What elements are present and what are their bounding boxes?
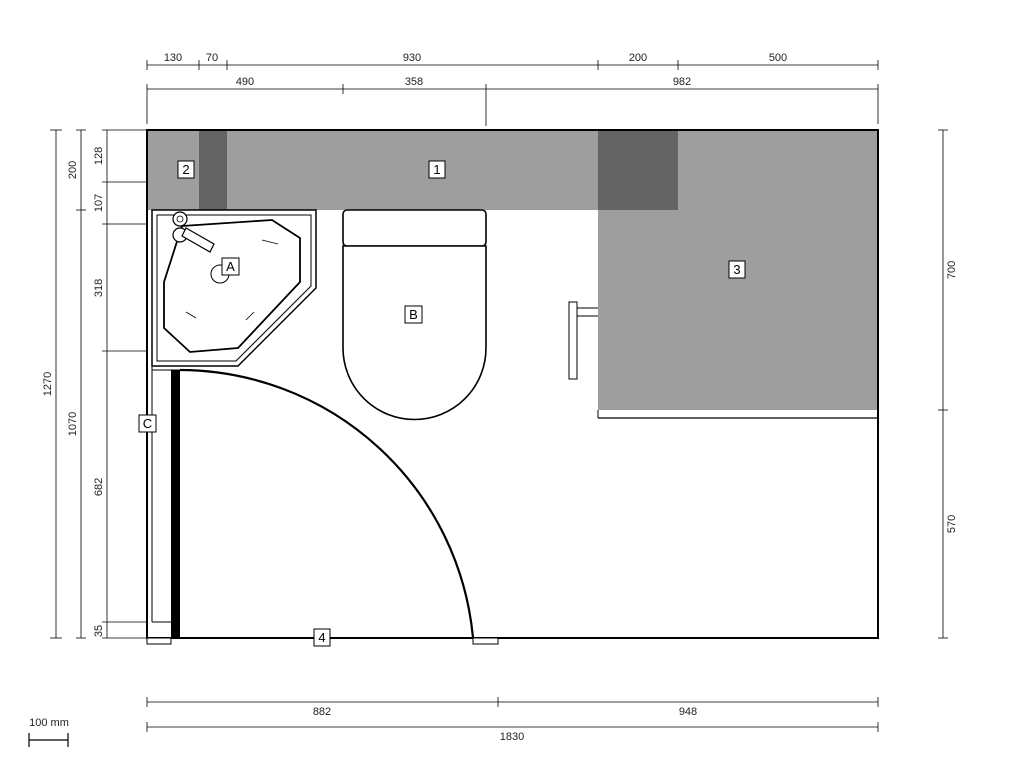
dim-bottom-1830: 1830 [500, 731, 524, 743]
dim-bottom-882: 882 [313, 706, 331, 718]
dim-left-128: 128 [93, 147, 105, 165]
dim-right-570: 570 [946, 515, 958, 533]
zone-3-tag: 3 [728, 260, 746, 279]
zone-dark-block [598, 130, 678, 210]
dim-left-35: 35 [93, 625, 105, 637]
dim-left-1270: 1270 [42, 372, 54, 396]
dim-left-200: 200 [67, 161, 79, 179]
dim-top-130: 130 [164, 52, 182, 64]
svg-text:C: C [143, 416, 152, 431]
fixture-a-tag: A [221, 257, 240, 276]
svg-text:B: B [409, 307, 418, 322]
zone-1-band [147, 130, 878, 210]
bottom-dimension-row-2 [146, 722, 879, 732]
dim-left-682: 682 [93, 478, 105, 496]
fixture-b-tag: B [404, 305, 423, 324]
tap-knob-icon [172, 211, 188, 227]
sink-detail-1 [185, 239, 279, 321]
toilet-cistern [342, 209, 487, 247]
zone-1-tag: 1 [428, 160, 446, 179]
dim-left-1070: 1070 [67, 412, 79, 436]
door-swing-arc [179, 368, 475, 639]
dim-bottom-948: 948 [679, 706, 697, 718]
zone-2-tag: 2 [177, 160, 195, 179]
dim-top-358: 358 [405, 76, 423, 88]
dim-left-107: 107 [93, 194, 105, 212]
towel-rail [568, 301, 578, 380]
dim-top-500: 500 [769, 52, 787, 64]
svg-text:4: 4 [318, 630, 325, 645]
fixture-c-tag: C [138, 414, 157, 433]
left-dimension-inner [102, 129, 147, 639]
tap-knob-inner-icon [176, 215, 184, 223]
door-leaf [171, 370, 180, 638]
dim-top-982: 982 [673, 76, 691, 88]
svg-text:A: A [226, 259, 235, 274]
top-dimension-row-2 [146, 84, 879, 126]
dim-left-318: 318 [93, 279, 105, 297]
dim-top-200: 200 [629, 52, 647, 64]
zone-4-tag: 4 [313, 628, 331, 647]
left-dimension-mid [76, 129, 86, 639]
right-dimension [938, 129, 948, 639]
svg-text:1: 1 [433, 162, 440, 177]
left-dimension-outer [50, 129, 62, 639]
dim-top-490: 490 [236, 76, 254, 88]
zone-3-area [598, 210, 878, 410]
tap-spout-icon [181, 227, 215, 253]
sink-basin [163, 219, 301, 353]
top-dimension-row-1 [146, 60, 879, 70]
dim-right-700: 700 [946, 261, 958, 279]
svg-text:2: 2 [182, 162, 189, 177]
scale-bar [28, 733, 69, 747]
door-stop-left [146, 637, 172, 645]
zone-2-dark-strip [199, 130, 227, 210]
svg-text:3: 3 [733, 262, 740, 277]
dim-top-930: 930 [403, 52, 421, 64]
scale-bar-label: 100 mm [29, 717, 69, 729]
door-stop-right [472, 637, 499, 645]
bottom-dimension-row-1 [146, 697, 879, 707]
toilet-bowl [342, 245, 487, 421]
sink-counter-inner [156, 214, 312, 362]
dim-top-70: 70 [206, 52, 218, 64]
